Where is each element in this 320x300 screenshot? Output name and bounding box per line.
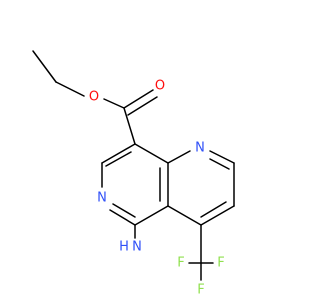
bond-c3-c4-inner [200,201,227,218]
bond-c8a-n1 [167,150,191,164]
atom-nh2-n: N [132,240,142,255]
bond-ch2-o [55,81,85,97]
bond-n6-c5-inner [112,203,136,218]
bond-c5-c4a [134,205,169,226]
bond-c-c8 [123,107,136,145]
atom-n-ring-top: N [195,141,205,156]
molecule-structure: O O N N H N F F F [32,50,235,298]
atom-n-ring-left: N [97,191,107,206]
molecule-canvas: O O N N H N F F F [32,50,235,298]
bonds [32,50,235,281]
bond-c8-c7 [101,143,136,164]
bond-c-o-double-1 [123,89,154,109]
bond-c3-c4 [200,205,235,226]
bond-o-c [103,98,125,109]
bond-c-o-double-2 [127,96,158,116]
atom-nh2-h: H [119,240,129,255]
bond-c4-c4a [167,205,202,226]
bond-n6-c5 [109,209,136,226]
atom-o-ether: O [89,90,99,105]
bond-c8-c7-inner [105,151,132,167]
bond-n1-c2 [209,150,235,164]
atom-f-bottom: F [197,283,204,298]
atom-f-right: F [217,256,224,271]
bond-n1-c2-inner [209,158,230,170]
atom-f-left: F [177,256,184,271]
bond-c8a-c8 [134,143,169,164]
atom-labels: O O N N H N F F F [89,79,225,298]
atom-o-carbonyl: O [155,79,165,94]
bond-ch3-ch2 [32,50,57,83]
